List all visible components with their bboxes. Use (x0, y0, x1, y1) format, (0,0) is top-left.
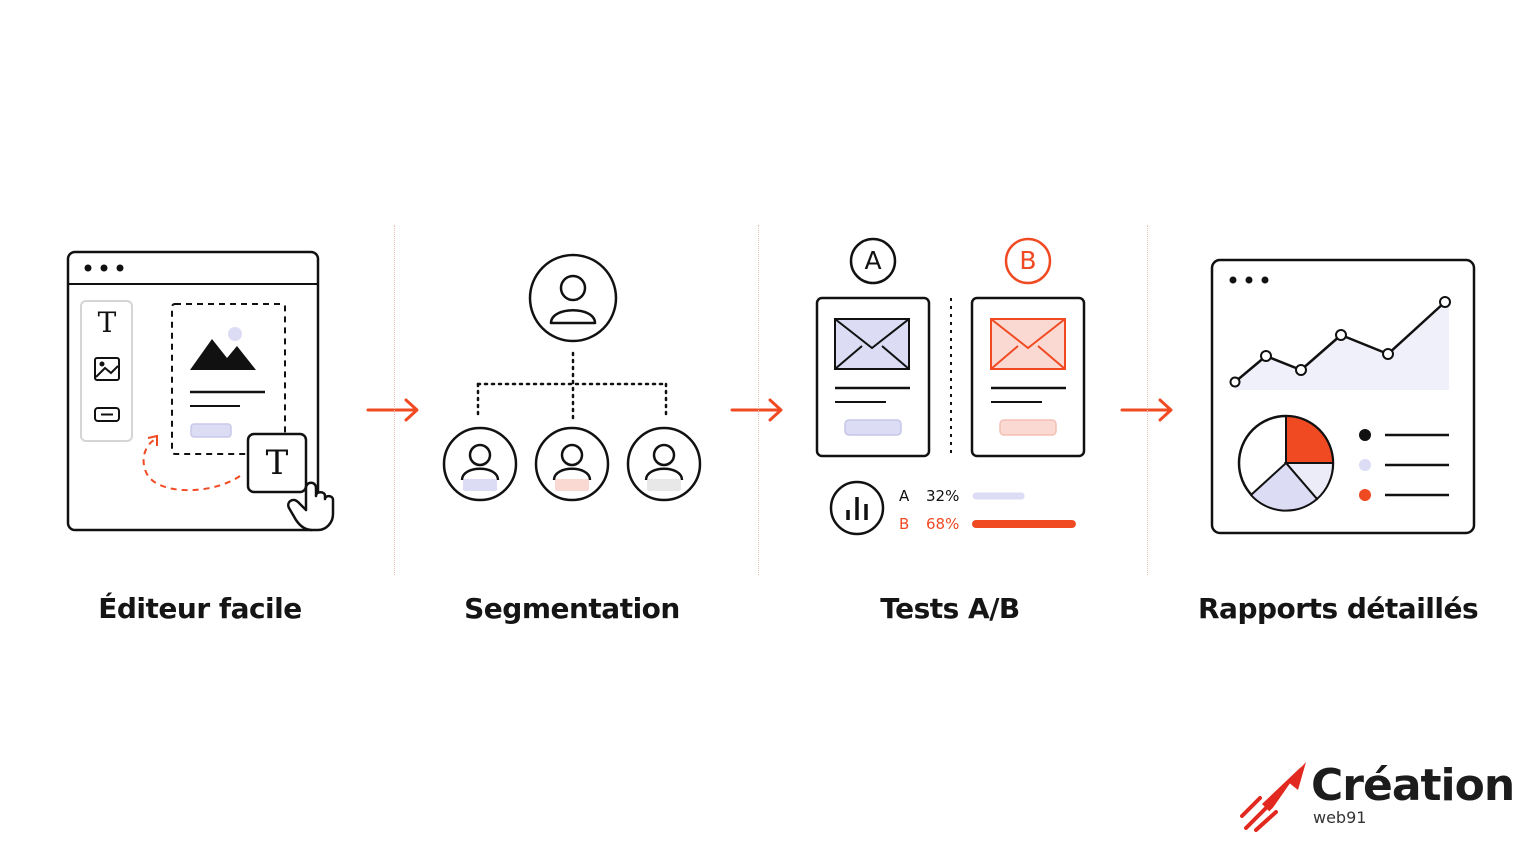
line-chart-icon (1229, 296, 1451, 390)
step-label-segmentation: Segmentation (464, 592, 680, 625)
result-b-label: B (899, 515, 910, 533)
segment-user-icon (442, 426, 518, 502)
text-tool-icon[interactable]: T (97, 306, 117, 339)
result-b-percent: 68% (926, 515, 960, 533)
section-divider (394, 225, 395, 575)
section-divider (758, 225, 759, 575)
variant-b-card (970, 296, 1086, 458)
brand-subtitle: web91 (1313, 808, 1367, 827)
segment-user-icon (626, 426, 702, 502)
step-label-ab-tests: Tests A/B (880, 592, 1020, 625)
hand-cursor-icon (287, 481, 335, 532)
section-divider (1147, 225, 1148, 575)
result-a-label: A (899, 487, 910, 505)
image-tool-icon[interactable] (94, 357, 120, 381)
arrow-right-icon (366, 398, 419, 422)
drag-text-block-icon[interactable]: T (265, 443, 289, 483)
variant-a-letter: A (864, 246, 882, 275)
result-a-percent: 32% (926, 487, 960, 505)
step-label-editor: Éditeur facile (98, 592, 302, 625)
brand-name: Création (1311, 760, 1515, 811)
ab-test-icon (815, 237, 1086, 536)
parent-user-icon (528, 253, 618, 343)
mountain-image-icon (190, 339, 256, 370)
variant-a-card (815, 296, 931, 458)
arrow-right-icon (1120, 398, 1173, 422)
report-dashboard-icon (1210, 258, 1476, 535)
step-label-reports: Rapports détaillés (1198, 592, 1479, 625)
editor-window-icon (66, 250, 335, 532)
button-tool-icon[interactable] (94, 407, 120, 422)
pie-chart-icon (1237, 414, 1335, 512)
step-editor: T T (60, 240, 350, 540)
arrow-right-icon (730, 398, 783, 422)
variant-b-letter: B (1019, 246, 1037, 275)
segmentation-tree-icon (442, 253, 702, 502)
rocket-logo-icon (1240, 762, 1306, 832)
bar-chart-icon (829, 480, 885, 536)
segment-user-icon (534, 426, 610, 502)
